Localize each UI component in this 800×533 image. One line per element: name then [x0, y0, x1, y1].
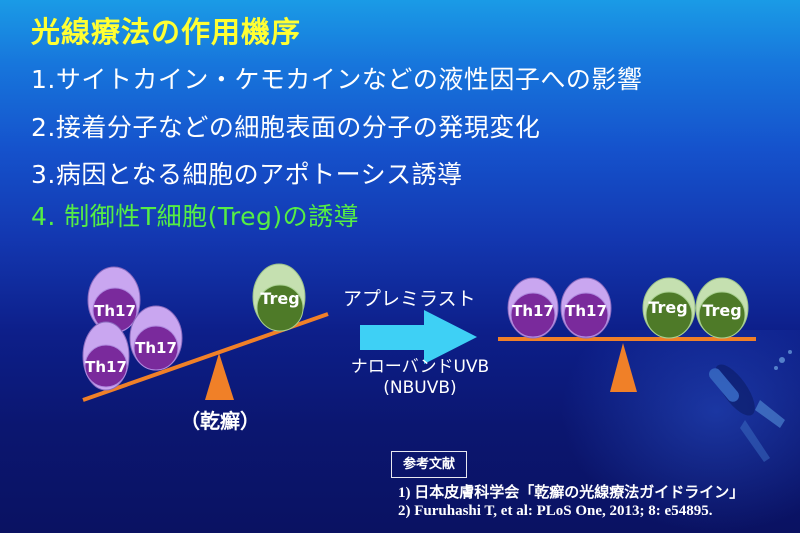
th17-cell: Th17 [560, 277, 612, 339]
nbuvb-label-line2: (NBUVB) [383, 378, 457, 398]
svg-text:Th17: Th17 [565, 302, 607, 320]
svg-text:Treg: Treg [648, 298, 687, 317]
treg-cell: Treg [642, 277, 696, 339]
svg-text:Th17: Th17 [85, 358, 127, 376]
reference-item-1: 1) 日本皮膚科学会「乾癬の光線療法ガイドライン」 [398, 485, 745, 501]
th17-cell: Th17 [82, 321, 130, 391]
svg-text:Th17: Th17 [512, 302, 554, 320]
list-item-4-highlight: 4. 制御性T細胞(Treg)の誘導 [31, 202, 360, 231]
th17-cell: Th17 [129, 305, 183, 371]
svg-text:Th17: Th17 [94, 302, 136, 320]
nbuvb-label-line1: ナローバンドUVB [350, 357, 490, 377]
svg-text:Th17: Th17 [135, 339, 177, 357]
list-item-2: 2.接着分子などの細胞表面の分子の発現変化 [31, 113, 541, 142]
left-balance: Th17 Th17 Th17 Treg [82, 263, 329, 402]
treg-cell: Treg [252, 263, 306, 332]
psoriasis-label: （乾癬） [180, 409, 260, 433]
apremilast-label: アプレミラスト [343, 288, 476, 310]
reference-item-2: 2) Furuhashi T, et al: PLoS One, 2013; 8… [398, 503, 713, 519]
diver-background-image [560, 330, 800, 533]
svg-text:Treg: Treg [260, 289, 299, 308]
references-heading: 参考文献 [391, 451, 467, 478]
treg-cell: Treg [695, 277, 749, 339]
diver-silhouette [709, 350, 792, 462]
fulcrum-triangle [205, 353, 234, 400]
fulcrum-triangle [610, 343, 637, 392]
th17-cell: Th17 [87, 266, 141, 334]
right-arrow-icon [360, 310, 477, 364]
right-balance: Th17 Th17 Treg Treg [498, 277, 756, 392]
nbuvb-label: ナローバンドUVB (NBUVB) [330, 357, 510, 399]
th17-cell: Th17 [507, 277, 559, 339]
list-item-1: 1.サイトカイン・ケモカインなどの液性因子への影響 [31, 65, 643, 94]
list-item-3: 3.病因となる細胞のアポトーシス誘導 [31, 160, 463, 189]
slide-title: 光線療法の作用機序 [31, 15, 302, 49]
svg-text:Treg: Treg [702, 301, 741, 320]
